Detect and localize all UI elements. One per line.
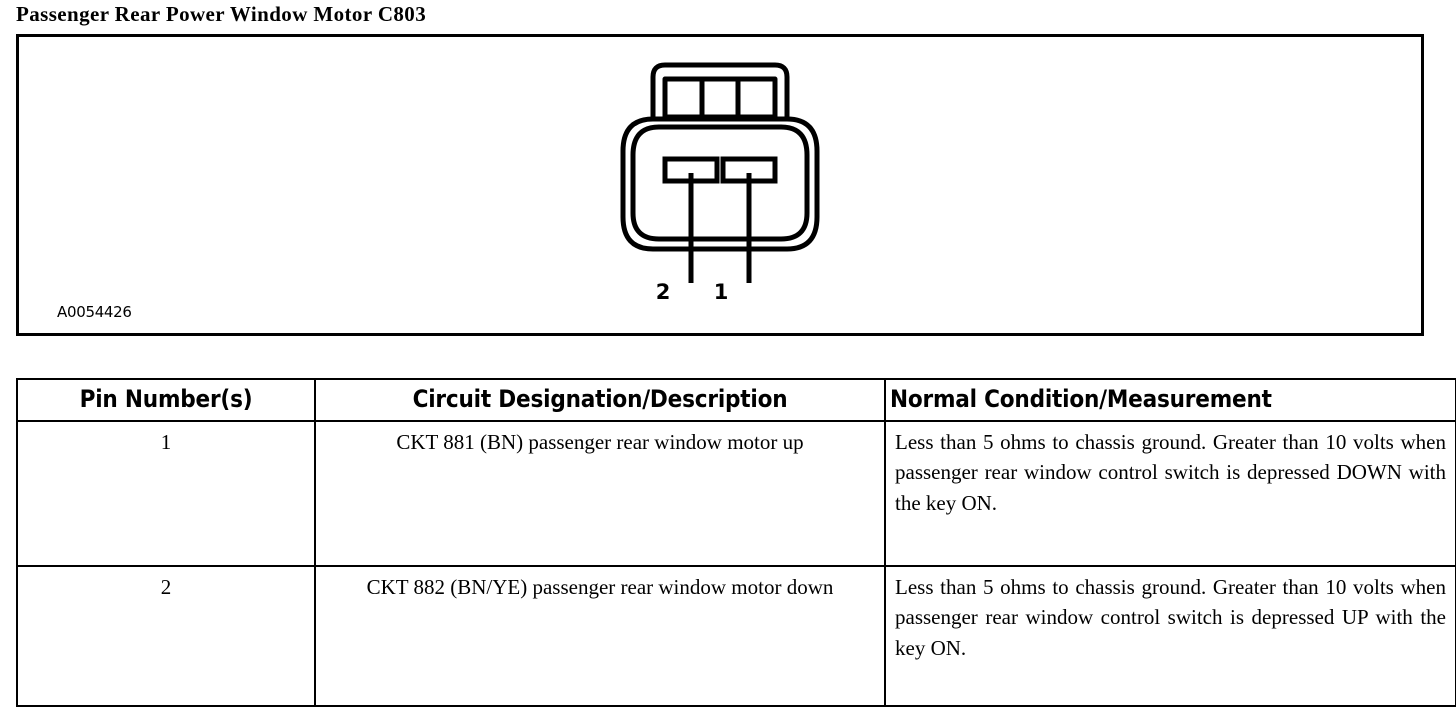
cell-pin-number: 2 [16, 565, 316, 707]
table-row: 1 CKT 881 (BN) passenger rear window mot… [16, 420, 1456, 567]
column-header-normal-condition: Normal Condition/Measurement [884, 378, 1456, 422]
page-title: Passenger Rear Power Window Motor C803 [16, 2, 427, 26]
cell-circuit-description: CKT 881 (BN) passenger rear window motor… [314, 420, 886, 567]
pin-callout-2: 2 [655, 280, 671, 304]
pin-description-table: Pin Number(s) Circuit Designation/Descri… [16, 378, 1456, 707]
cell-pin-number: 1 [16, 420, 316, 567]
cell-circuit-description: CKT 882 (BN/YE) passenger rear window mo… [314, 565, 886, 707]
cell-normal-condition: Less than 5 ohms to chassis ground. Grea… [884, 565, 1456, 707]
column-header-pin-number: Pin Number(s) [16, 378, 316, 422]
connector-drawing [605, 55, 835, 285]
diagram-figure-code: A0054426 [57, 303, 132, 321]
table-row: 2 CKT 882 (BN/YE) passenger rear window … [16, 565, 1456, 707]
pin-callout-labels: 2 1 [605, 280, 835, 310]
table-header-row: Pin Number(s) Circuit Designation/Descri… [16, 378, 1456, 422]
pin-callout-1: 1 [713, 280, 729, 304]
cell-normal-condition: Less than 5 ohms to chassis ground. Grea… [884, 420, 1456, 567]
column-header-circuit-designation: Circuit Designation/Description [314, 378, 886, 422]
connector-diagram-panel: 2 1 A0054426 [16, 34, 1424, 336]
